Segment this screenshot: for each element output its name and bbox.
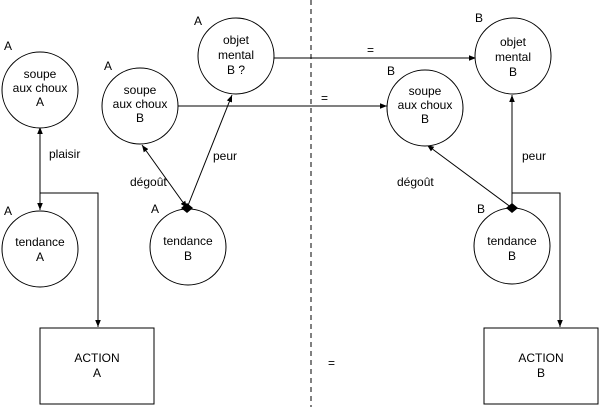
- edge-degout-right: [426, 144, 513, 209]
- node-line: soupe: [409, 84, 442, 98]
- node-line: A: [36, 95, 44, 109]
- action-line: ACTION: [518, 351, 563, 365]
- node-line: mental: [495, 50, 531, 64]
- label-plaisir: plaisir: [49, 147, 80, 161]
- node-tendance-a: A tendance A: [1, 204, 79, 288]
- node-line: tendance: [163, 234, 213, 248]
- node-tendance-b-left: tendance B: [149, 208, 227, 286]
- node-line: B: [136, 111, 144, 125]
- node-line: soupe: [124, 83, 157, 97]
- label-equal-top: =: [367, 43, 374, 57]
- node-soupe-b-left: soupe aux choux B: [101, 67, 179, 145]
- node-line: B: [421, 112, 429, 126]
- connector-diamond-left: [181, 203, 193, 213]
- connector-diamond-right: [506, 203, 518, 213]
- node-objet-right: B objet mental B: [474, 11, 552, 95]
- action-line: A: [93, 366, 101, 380]
- node-tendance-b-right: B tendance B: [473, 202, 551, 285]
- node-objet-left: A objet mental B ?: [194, 14, 275, 95]
- node-line: B: [184, 249, 192, 263]
- action-line: B: [537, 366, 545, 380]
- label-degout-right: dégoût: [397, 175, 434, 189]
- action-line: ACTION: [74, 351, 119, 365]
- edge-tendance-a-action-a: [40, 192, 101, 327]
- node-line: objet: [500, 35, 527, 49]
- node-soupe-a: A soupe aux choux A: [1, 39, 79, 129]
- node-tag: A: [4, 39, 12, 53]
- label-degout-left: dégoût: [130, 175, 167, 189]
- node-line: B ?: [227, 63, 245, 77]
- node-line: aux choux: [113, 97, 168, 111]
- edge-tendance-b-action-b: [512, 192, 563, 327]
- node-line: A: [36, 250, 44, 264]
- node-tag: A: [194, 14, 202, 28]
- node-line: aux choux: [13, 81, 68, 95]
- node-line: tendance: [15, 235, 65, 249]
- node-line: objet: [223, 33, 250, 47]
- node-tag: B: [475, 11, 483, 25]
- node-line: B: [508, 249, 516, 263]
- node-tag: A: [4, 204, 12, 218]
- label-peur-right: peur: [522, 149, 546, 163]
- node-tag: B: [387, 64, 395, 78]
- label-peur-left: peur: [213, 149, 237, 163]
- node-tag: B: [477, 202, 485, 216]
- node-line: aux choux: [398, 98, 453, 112]
- edge-degout-left: [141, 144, 188, 209]
- floating-tag-tendance-b-left: A: [151, 202, 159, 216]
- node-soupe-b-right: B soupe aux choux B: [386, 64, 464, 147]
- action-box-a: ACTION A: [39, 327, 155, 405]
- label-equal-mid: =: [321, 91, 328, 105]
- node-line: B: [509, 65, 517, 79]
- node-line: tendance: [487, 234, 537, 248]
- node-line: soupe: [24, 67, 57, 81]
- label-equal-bottom: =: [328, 356, 335, 370]
- floating-tag-soupe-b-left: A: [104, 59, 112, 73]
- edge-peur-left: [186, 94, 233, 209]
- action-box-b: ACTION B: [483, 327, 599, 405]
- node-line: mental: [218, 48, 254, 62]
